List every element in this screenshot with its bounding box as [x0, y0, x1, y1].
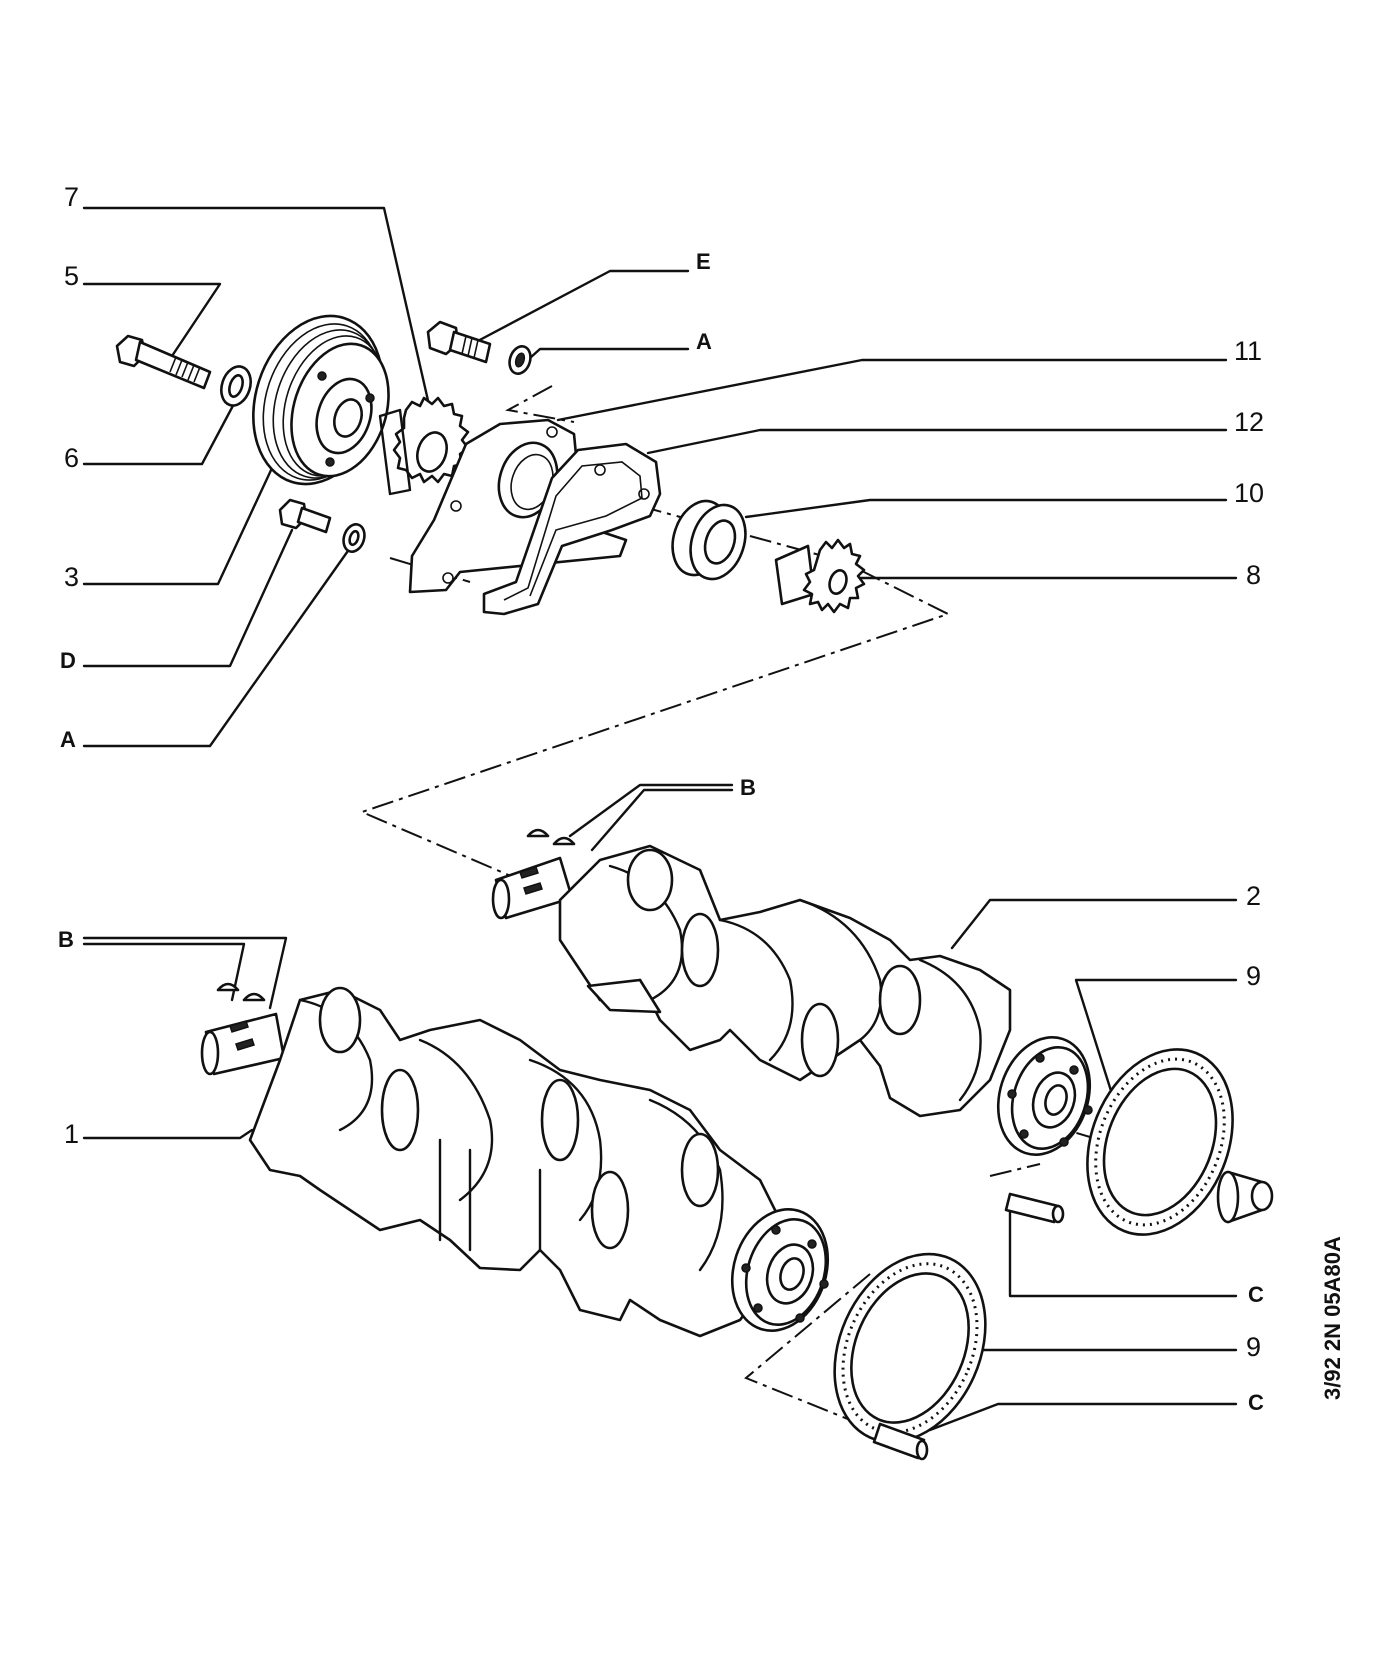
callout-2: 2 [1246, 881, 1261, 911]
callout-E: E [696, 249, 711, 274]
callout-7: 7 [64, 182, 79, 212]
crankshaft-1-icon [200, 982, 830, 1338]
callout-C-upper: C [1248, 1282, 1264, 1307]
seal-ring-lower-icon [833, 1252, 987, 1444]
callout-C-lower: C [1248, 1390, 1264, 1415]
washer-A-lower-icon [342, 523, 366, 553]
woodruff-key-icon [216, 982, 240, 992]
callout-9-lower: 9 [1246, 1332, 1261, 1362]
callout-A-lower: A [60, 727, 76, 752]
callout-1: 1 [64, 1119, 79, 1149]
crankshaft-pulley-icon [252, 314, 390, 486]
callout-11: 11 [1234, 336, 1262, 366]
oil-pump-sprocket-icon [774, 538, 866, 614]
woodruff-key-icon [242, 992, 266, 1002]
woodruff-key-icon [526, 828, 550, 838]
callout-D: D [60, 648, 76, 673]
callout-5: 5 [64, 261, 79, 291]
pulley-bolt-icon [115, 334, 212, 390]
callout-labels: 7 5 6 3 D A E A 11 12 10 8 B 2 9 B 1 C 9… [58, 182, 1345, 1415]
dowel-C-lower-icon [872, 1422, 929, 1461]
crankshaft-2-icon [491, 828, 1093, 1156]
callout-12: 12 [1234, 407, 1264, 437]
spigot-bush-icon [1216, 1170, 1274, 1224]
washer-icon [220, 365, 252, 407]
callout-6: 6 [64, 443, 79, 473]
callout-9-upper: 9 [1246, 961, 1261, 991]
timing-sprocket-icon [378, 396, 470, 496]
woodruff-key-icon [552, 836, 576, 846]
bolt-D-icon [278, 498, 332, 534]
callout-10: 10 [1234, 478, 1264, 508]
housing-gasket-icon [482, 442, 662, 616]
oil-seal-icon [671, 499, 747, 581]
bolt-E-icon [426, 320, 492, 364]
reference-code: 3/92 2N 05A80A [1320, 1236, 1345, 1400]
dowel-C-upper-icon [1004, 1192, 1065, 1224]
callout-A-upper: A [696, 329, 712, 354]
callout-B-lower: B [58, 927, 74, 952]
callout-8: 8 [1246, 560, 1261, 590]
washer-A-upper-icon [508, 345, 532, 375]
seal-ring-upper-icon [1086, 1048, 1234, 1236]
callout-B-upper: B [740, 775, 756, 800]
leader-lines [82, 206, 1238, 1432]
callout-3: 3 [64, 562, 79, 592]
